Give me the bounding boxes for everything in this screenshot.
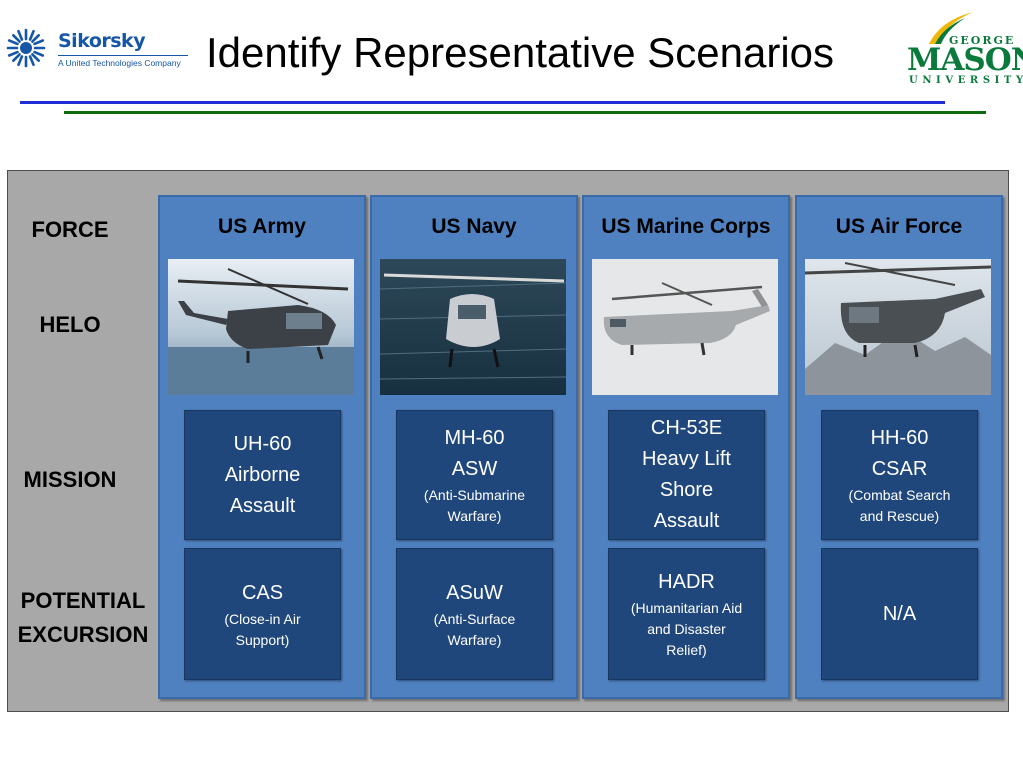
row-label-excursion-line2: EXCURSION xyxy=(17,622,149,647)
helicopter-photo-hh60 xyxy=(805,259,991,395)
mission-line: Shore xyxy=(659,479,714,501)
excursion-title: CAS xyxy=(241,581,284,604)
excursion-title: ASuW xyxy=(446,581,503,604)
excursion-note-line: Warfare) xyxy=(447,631,502,648)
row-label-mission: MISSION xyxy=(23,467,117,492)
mission-line: HH-60 xyxy=(870,427,929,449)
excursion-box: N/A xyxy=(821,548,978,680)
page-title: Identify Representative Scenarios xyxy=(206,29,835,76)
mission-box: UH-60 Airborne Assault xyxy=(184,410,341,540)
force-name: US Air Force xyxy=(835,215,963,238)
mission-line: Airborne xyxy=(224,463,301,486)
excursion-note-line: (Close-in Air xyxy=(224,610,301,627)
excursion-note-line: Support) xyxy=(235,631,290,648)
mission-note-line: and Rescue) xyxy=(859,508,940,524)
header-rule-green xyxy=(64,111,986,114)
excursion-box: HADR (Humanitarian Aid and Disaster Reli… xyxy=(608,548,765,680)
sikorsky-emblem-icon xyxy=(6,28,46,68)
mission-note-line: Warfare) xyxy=(447,508,502,524)
mission-line: CSAR xyxy=(871,458,928,480)
excursion-title: HADR xyxy=(658,571,715,593)
excursion-note-line: Relief) xyxy=(666,642,707,658)
force-name: US Navy xyxy=(431,215,517,238)
excursion-note-line: (Anti-Surface xyxy=(433,610,516,627)
mission-box: HH-60 CSAR (Combat Search and Rescue) xyxy=(821,410,978,540)
gmu-george: GEORGE xyxy=(949,34,1016,47)
column-us-marine-corps: US Marine Corps CH-53E Heavy Lift Shore … xyxy=(582,195,790,699)
mission-box: MH-60 ASW (Anti-Submarine Warfare) xyxy=(396,410,553,540)
sikorsky-name: Sikorsky xyxy=(58,30,146,52)
row-label-force: FORCE xyxy=(31,217,109,242)
row-label-excursion: POTENTIAL EXCURSION xyxy=(10,584,156,652)
excursion-note-line: (Humanitarian Aid xyxy=(630,600,743,616)
mission-line: ASW xyxy=(451,458,498,480)
helicopter-photo-mh60 xyxy=(380,259,566,395)
mission-note-line: (Anti-Submarine xyxy=(423,487,526,503)
excursion-box: CAS (Close-in Air Support) xyxy=(184,548,341,680)
row-label-excursion-line1: POTENTIAL xyxy=(20,588,146,613)
sikorsky-underline xyxy=(58,55,188,56)
sikorsky-logo: Sikorsky A United Technologies Company xyxy=(6,28,188,72)
mission-note-line: (Combat Search xyxy=(848,487,951,503)
mission-line: Heavy Lift xyxy=(642,448,731,470)
column-us-air-force: US Air Force HH-60 CSAR (Combat Search a… xyxy=(795,195,1003,699)
mission-line: MH-60 xyxy=(444,427,505,449)
mission-box: CH-53E Heavy Lift Shore Assault xyxy=(608,410,765,540)
excursion-note-line: and Disaster xyxy=(647,621,726,637)
excursion-box: ASuW (Anti-Surface Warfare) xyxy=(396,548,553,680)
swoosh-icon xyxy=(929,12,973,44)
mission-line: Assault xyxy=(653,510,720,532)
column-us-navy: US Navy MH-60 ASW (Anti-Submarine Warfar… xyxy=(370,195,578,699)
mission-line: UH-60 xyxy=(233,432,292,455)
mission-line: CH-53E xyxy=(650,417,723,439)
sikorsky-tagline: A United Technologies Company xyxy=(58,58,181,68)
mission-line: Assault xyxy=(229,494,296,517)
force-name: US Marine Corps xyxy=(601,215,771,238)
helicopter-photo-ch53e xyxy=(592,259,778,395)
gmu-mason: MASON xyxy=(907,42,1023,78)
column-us-army: US Army UH-60 Airborne Assault CAS (Clos… xyxy=(158,195,366,699)
excursion-title: N/A xyxy=(882,602,917,625)
row-label-helo: HELO xyxy=(39,312,101,337)
helicopter-photo-uh60 xyxy=(168,259,354,395)
force-name: US Army xyxy=(218,215,306,238)
header-rule-blue xyxy=(20,101,945,104)
gmu-university: UNIVERSITY xyxy=(909,75,1023,86)
gmu-logo: GEORGE MASON UNIVERSITY xyxy=(905,10,1023,86)
